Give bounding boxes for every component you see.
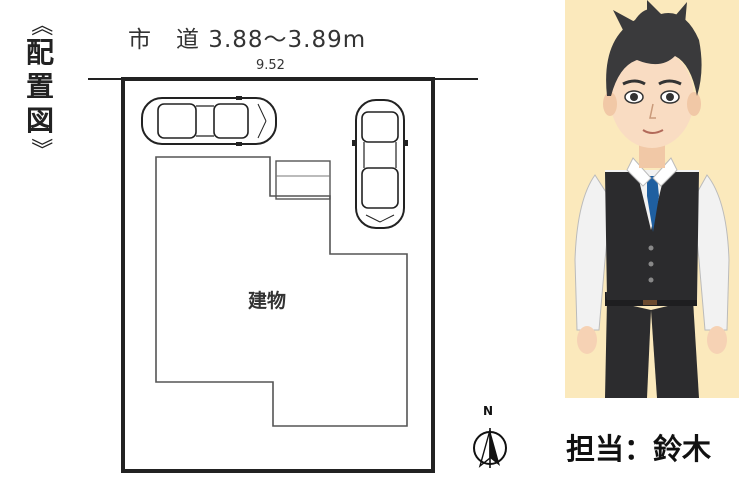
businessman-illustration bbox=[574, 0, 730, 398]
building-footprint bbox=[155, 156, 408, 427]
title-char-3: 図 bbox=[25, 104, 54, 137]
frontage-width-label: 9.52 bbox=[256, 58, 285, 73]
north-arrow-icon bbox=[473, 428, 507, 468]
staff-name-label: 担当：鈴木 bbox=[566, 432, 712, 466]
parking-car-2 bbox=[352, 99, 408, 229]
building-label: 建物 bbox=[248, 290, 287, 312]
site-plan bbox=[88, 77, 507, 473]
porch-outline bbox=[275, 160, 331, 200]
staff-avatar bbox=[565, 0, 739, 398]
parking-car-1 bbox=[141, 96, 277, 146]
title-char-2: 置 bbox=[25, 70, 54, 103]
road-label: 市 道 3.88～3.89m bbox=[128, 27, 367, 53]
diagram-title: 《 配 置 図 》 bbox=[22, 14, 58, 160]
lot-boundary bbox=[121, 77, 435, 473]
title-char-1: 配 bbox=[25, 36, 54, 69]
north-label: N bbox=[483, 404, 494, 418]
